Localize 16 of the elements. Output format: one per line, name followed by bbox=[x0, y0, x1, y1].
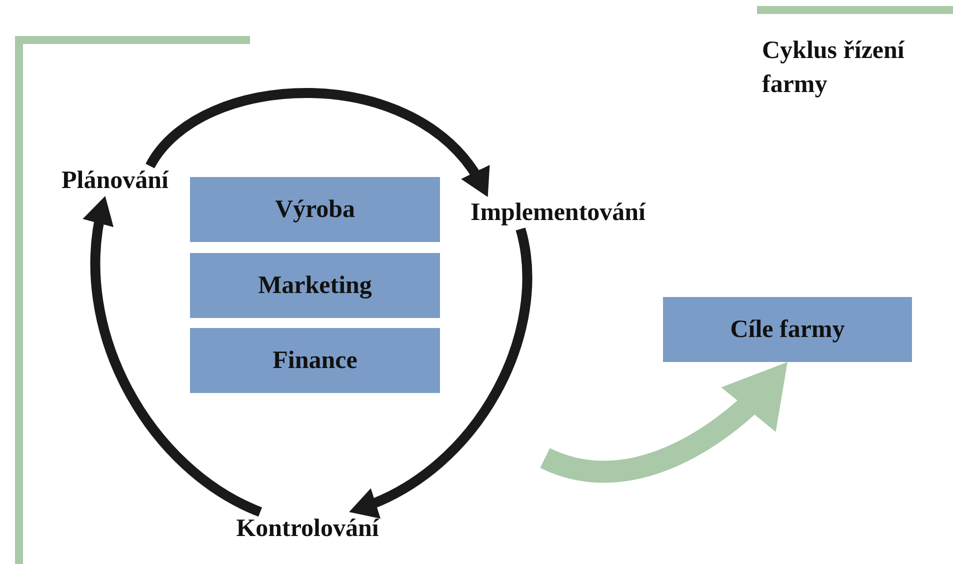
box-label: Marketing bbox=[258, 272, 372, 300]
area-box bbox=[190, 328, 440, 393]
area-box bbox=[190, 253, 440, 318]
area-box bbox=[190, 177, 440, 242]
curved-arrow bbox=[84, 196, 262, 517]
curved-arrow bbox=[349, 228, 532, 518]
curved-arrow bbox=[146, 88, 489, 196]
stage-label: Plánování bbox=[62, 167, 168, 195]
stage-label: Implementování bbox=[470, 199, 646, 227]
stage-label: Kontrolování bbox=[236, 515, 379, 543]
diagram-title: Cyklus řízení farmy bbox=[762, 36, 906, 100]
box-label: Cíle farmy bbox=[730, 316, 845, 344]
goal-box bbox=[663, 297, 912, 362]
curved-arrow bbox=[541, 362, 788, 482]
box-label: Výroba bbox=[274, 196, 356, 224]
box-label: Finance bbox=[272, 346, 358, 374]
